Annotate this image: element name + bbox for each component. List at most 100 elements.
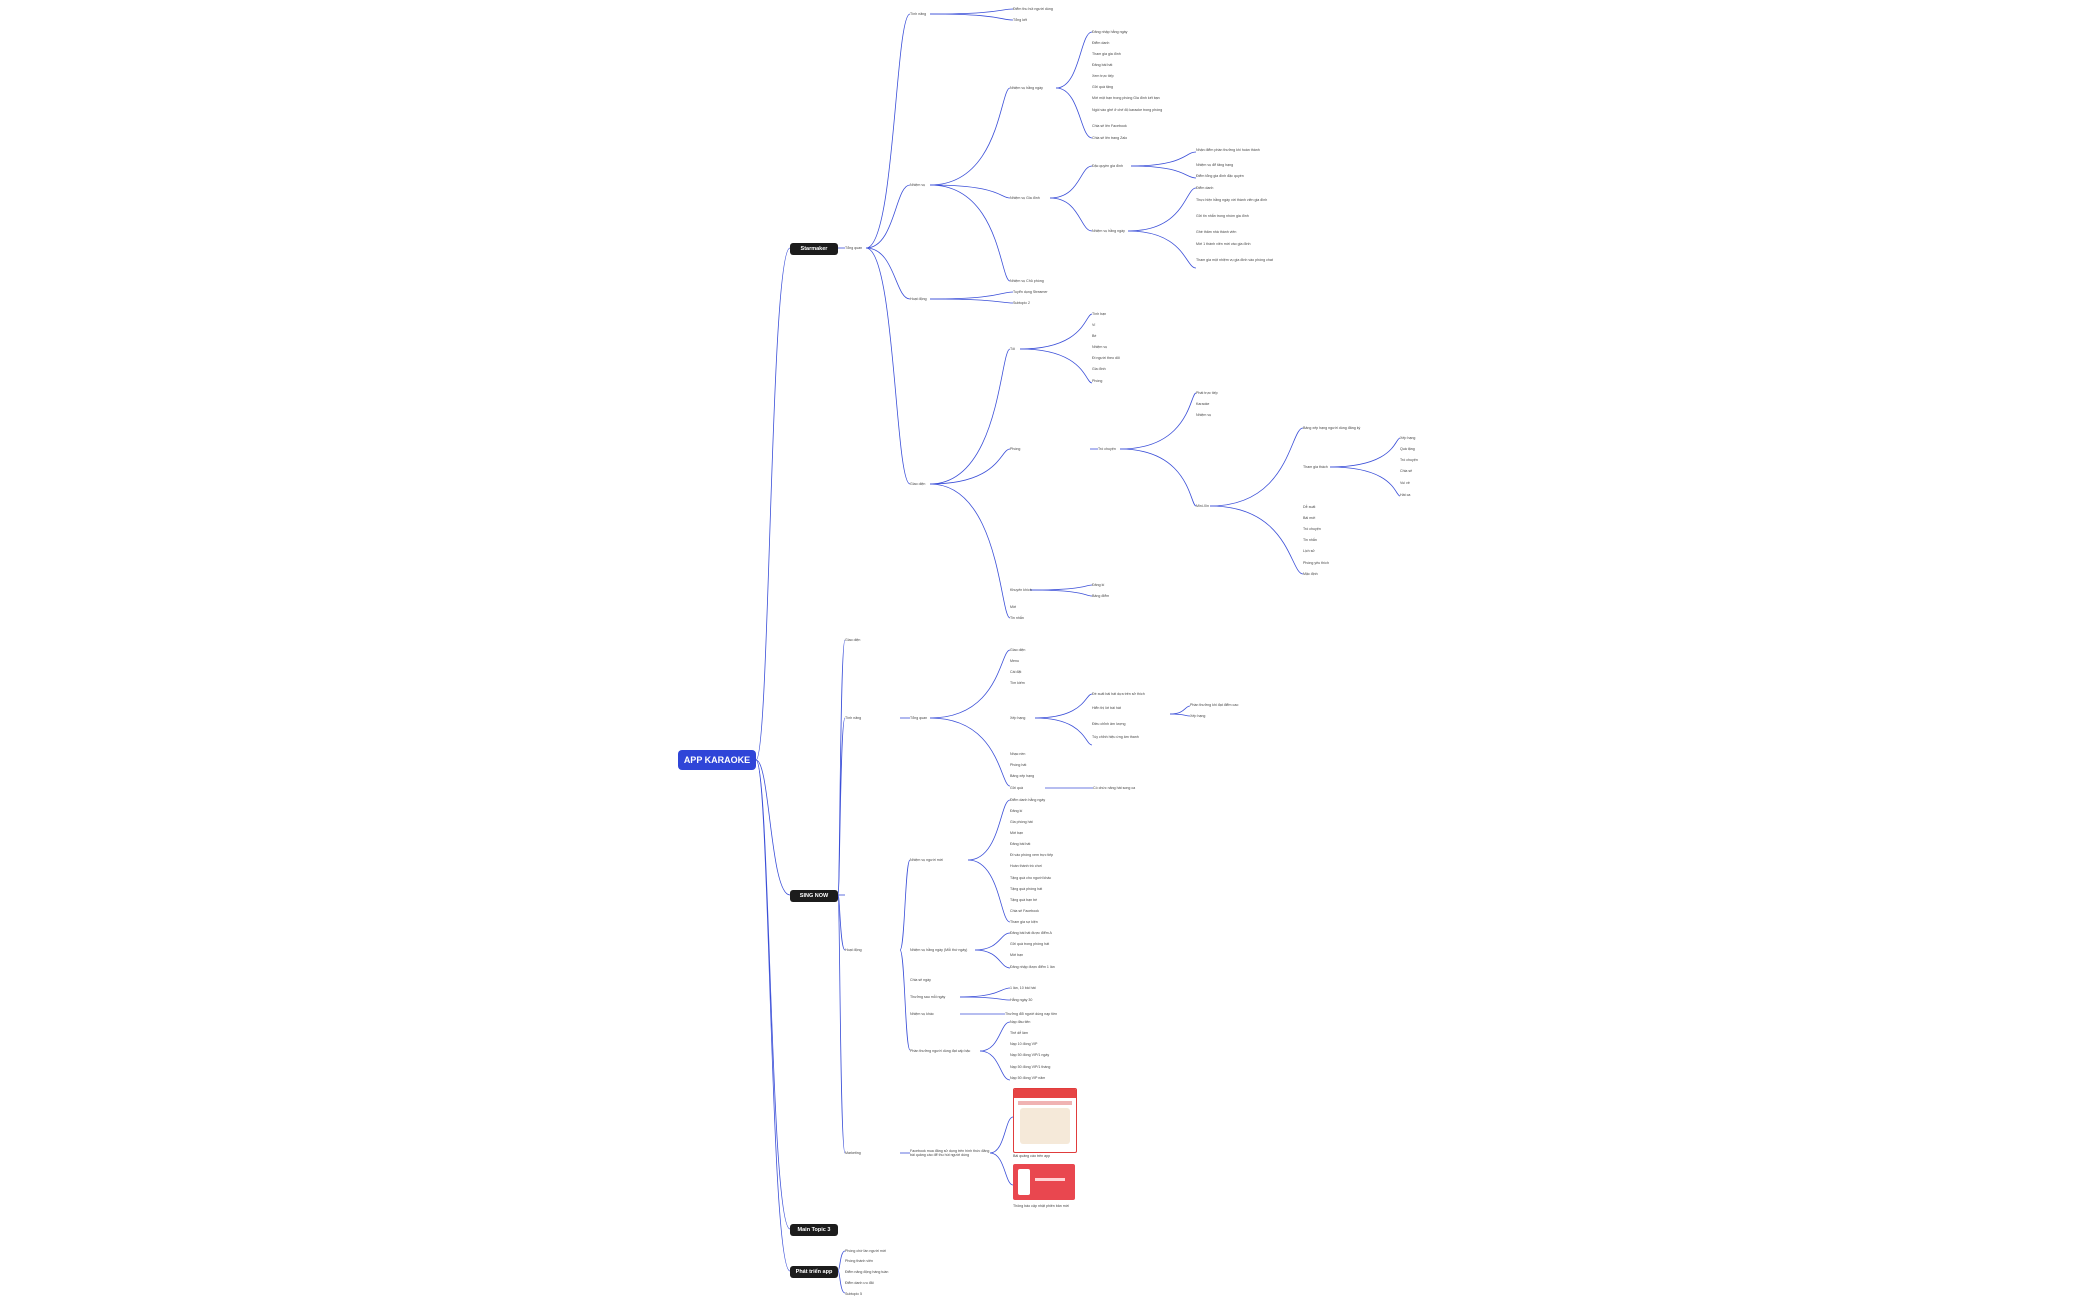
- node-item[interactable]: Đi người theo dõi: [1092, 356, 1120, 360]
- node-item[interactable]: 1 lần, 10 bài hát: [1010, 986, 1036, 990]
- node-item[interactable]: Có chức năng hát song ca: [1093, 786, 1136, 790]
- node-item[interactable]: Facebook mua đăng sử dụng trên hình thức…: [910, 1149, 990, 1157]
- node-item[interactable]: Bảng xếp hạng người dùng đăng ký: [1303, 426, 1361, 430]
- node-item[interactable]: Phòng chờ lần người mới: [845, 1249, 887, 1253]
- node-item[interactable]: Phần thưởng khi đạt điểm cao: [1190, 703, 1239, 707]
- branch-nhiem-vu[interactable]: Nhiệm vụ: [910, 183, 926, 187]
- node-item[interactable]: Bài mới: [1303, 516, 1316, 520]
- node-item[interactable]: Đi vào phòng xem trực tiếp: [1010, 853, 1054, 857]
- node-item[interactable]: Nhiệm vụ người mới: [910, 858, 943, 862]
- node-item[interactable]: Mặc định: [1303, 572, 1318, 576]
- node-item[interactable]: Đăng bài hát được điểm A: [1010, 931, 1052, 935]
- node-item[interactable]: Quà tặng: [1400, 447, 1415, 451]
- node-item[interactable]: Thông báo cập nhật phiên bản mới: [1013, 1204, 1069, 1208]
- node-item[interactable]: Hát ca: [1400, 493, 1411, 497]
- node-item[interactable]: Tham gia thách: [1303, 465, 1328, 469]
- node-item[interactable]: Tặng quà bạn bè: [1010, 898, 1038, 902]
- starmaker-group[interactable]: Tổng quan: [845, 246, 863, 250]
- node-item[interactable]: Cài đặt: [1010, 670, 1022, 674]
- node-item[interactable]: Hoàn thành trò chơi: [1010, 864, 1042, 868]
- root-node[interactable]: APP KARAOKE: [678, 750, 756, 770]
- node-item[interactable]: Đăng kí: [1010, 809, 1023, 813]
- node-item[interactable]: Điểm danh ưu đãi: [845, 1281, 874, 1285]
- node-item[interactable]: Xếp hạng: [1190, 714, 1206, 718]
- node-item[interactable]: Chia sẻ lên trang Zalo: [1092, 136, 1128, 140]
- node-item[interactable]: Tùy chỉnh hiệu ứng âm thanh: [1092, 735, 1139, 739]
- node-item[interactable]: Dễ xuất: [1303, 505, 1316, 509]
- ad-image-1[interactable]: [1013, 1088, 1077, 1153]
- main-topic-3[interactable]: Main Topic 3: [790, 1224, 838, 1236]
- node-item[interactable]: Gia đình: [1092, 367, 1106, 371]
- node-item[interactable]: Mời một bạn trong phòng Gia đình kết bạn: [1092, 96, 1160, 100]
- node-item[interactable]: Đăng nhập được điểm 1 lần: [1010, 965, 1055, 969]
- node-item[interactable]: Nhiệm vụ hằng ngày (Mỗi thứ ngày): [910, 948, 968, 952]
- node-item[interactable]: Chia sẻ: [1400, 469, 1413, 473]
- node-item[interactable]: Nhạc nền: [1010, 752, 1026, 756]
- node-item[interactable]: Ghé thăm nhà thành viên: [1196, 230, 1237, 234]
- node-item[interactable]: Chia sẻ lên Facebook: [1092, 124, 1127, 128]
- node-item[interactable]: Vui vẻ: [1400, 481, 1410, 485]
- node-item[interactable]: Ngồi vào ghế ở chế độ karaoke trong phòn…: [1092, 108, 1163, 112]
- main-topic-phat-trien[interactable]: Phát triển app: [790, 1266, 838, 1278]
- node-item[interactable]: Hiển thị lời bài hát: [1092, 706, 1121, 710]
- node-item[interactable]: Thưởng sau mỗi ngày: [910, 995, 946, 999]
- node-item[interactable]: Nhiệm vụ Chủ phòng: [1010, 279, 1044, 283]
- node-item[interactable]: Điểm danh: [1092, 41, 1110, 45]
- main-topic-starmaker[interactable]: Starmaker: [790, 243, 838, 255]
- node-item[interactable]: Chia sẻ ngày: [910, 978, 931, 982]
- node-item[interactable]: Bảng xếp hạng: [1010, 774, 1035, 778]
- node-item[interactable]: Bảng điểm: [1092, 594, 1110, 598]
- node-item[interactable]: Điểm danh hằng ngày: [1010, 798, 1046, 802]
- node-item[interactable]: Subtopic 5: [845, 1292, 862, 1296]
- node-item[interactable]: Hằng ngày 30: [1010, 998, 1033, 1002]
- branch-hoat-dong[interactable]: Hoạt động: [910, 297, 927, 301]
- node-item[interactable]: Xếp hạng: [1400, 436, 1416, 440]
- node-item[interactable]: Tin nhắn: [1303, 538, 1317, 542]
- node-item[interactable]: Giao diện: [1010, 648, 1026, 652]
- node-item[interactable]: Thẻ dễ làm: [1010, 1031, 1028, 1035]
- node-item[interactable]: Tặng quà phòng hát: [1010, 887, 1043, 891]
- node-item[interactable]: Gửi quà: [1010, 786, 1023, 790]
- node-item[interactable]: Mini-Xin: [1196, 504, 1209, 508]
- node-item[interactable]: Nạp 10 đồng VIP: [1010, 1042, 1038, 1046]
- node-item[interactable]: Bè: [1092, 334, 1097, 338]
- node-item[interactable]: Điểm năng động hàng tuần: [845, 1270, 889, 1274]
- branch-tinh-nang[interactable]: Tính năng: [910, 12, 927, 16]
- node-item[interactable]: Lịch sử: [1303, 549, 1315, 553]
- node-item[interactable]: Đặc quyền gia đình: [1092, 164, 1123, 168]
- singnow-branch[interactable]: Giao diện: [845, 638, 861, 642]
- node-item[interactable]: Đề xuất bài hát dựa trên sở thích: [1092, 692, 1145, 696]
- node-item[interactable]: Điều chỉnh âm lượng: [1092, 722, 1126, 726]
- node-item[interactable]: Phòng: [1092, 379, 1103, 383]
- node-item[interactable]: Phòng: [1010, 447, 1021, 451]
- node-item[interactable]: Điểm thu hút người dùng: [1013, 7, 1053, 11]
- node-item[interactable]: Mời 1 thành viên mới vào gia đình: [1196, 242, 1251, 246]
- node-item[interactable]: Karaoke: [1196, 402, 1210, 406]
- node-item[interactable]: Nạp 50 đồng VIP/1 ngày: [1010, 1053, 1050, 1057]
- node-item[interactable]: Phòng yêu thích: [1303, 561, 1329, 565]
- branch-giao-dien[interactable]: Giao diện: [910, 482, 926, 486]
- main-topic-singnow[interactable]: SING NOW: [790, 890, 838, 902]
- node-item[interactable]: Nhiệm vụ: [1196, 413, 1212, 417]
- singnow-branch[interactable]: Marketing: [845, 1151, 861, 1155]
- node-item[interactable]: Gửi tin nhắn trong nhóm gia đình: [1196, 214, 1249, 218]
- node-item[interactable]: Nhiệm vụ hằng ngày: [1010, 86, 1043, 90]
- node-item[interactable]: Tuyển dụng Streamer: [1013, 290, 1048, 294]
- node-item[interactable]: Subtopic 2: [1013, 301, 1030, 305]
- node-item[interactable]: Phần thưởng người dùng đạt cấp bậc: [910, 1049, 971, 1053]
- node-item[interactable]: Nạp 50 đồng VIP năm: [1010, 1076, 1046, 1080]
- node-item[interactable]: Trò chuyện: [1098, 447, 1116, 451]
- node-item[interactable]: Mời bạn: [1010, 831, 1024, 835]
- node-item[interactable]: Tổng kết: [1013, 18, 1027, 22]
- node-item[interactable]: Khuyến khích: [1010, 588, 1032, 592]
- node-item[interactable]: Trò chuyện: [1400, 458, 1418, 462]
- node-item[interactable]: Nạp 50 đồng VIP/1 tháng: [1010, 1065, 1051, 1069]
- node-item[interactable]: Gửi quà tặng: [1092, 85, 1113, 89]
- node-item[interactable]: Tham gia sự kiện: [1010, 920, 1038, 924]
- node-item[interactable]: Điểm danh: [1196, 186, 1214, 190]
- node-item[interactable]: Nhiệm vụ hằng ngày: [1092, 229, 1125, 233]
- node-item[interactable]: Nạp đầu tiên: [1010, 1020, 1031, 1024]
- node-item[interactable]: Gia phòng hát: [1010, 820, 1033, 824]
- node-item[interactable]: Đăng nhập hằng ngày: [1092, 30, 1128, 34]
- node-item[interactable]: Xếp hạng: [1010, 716, 1026, 720]
